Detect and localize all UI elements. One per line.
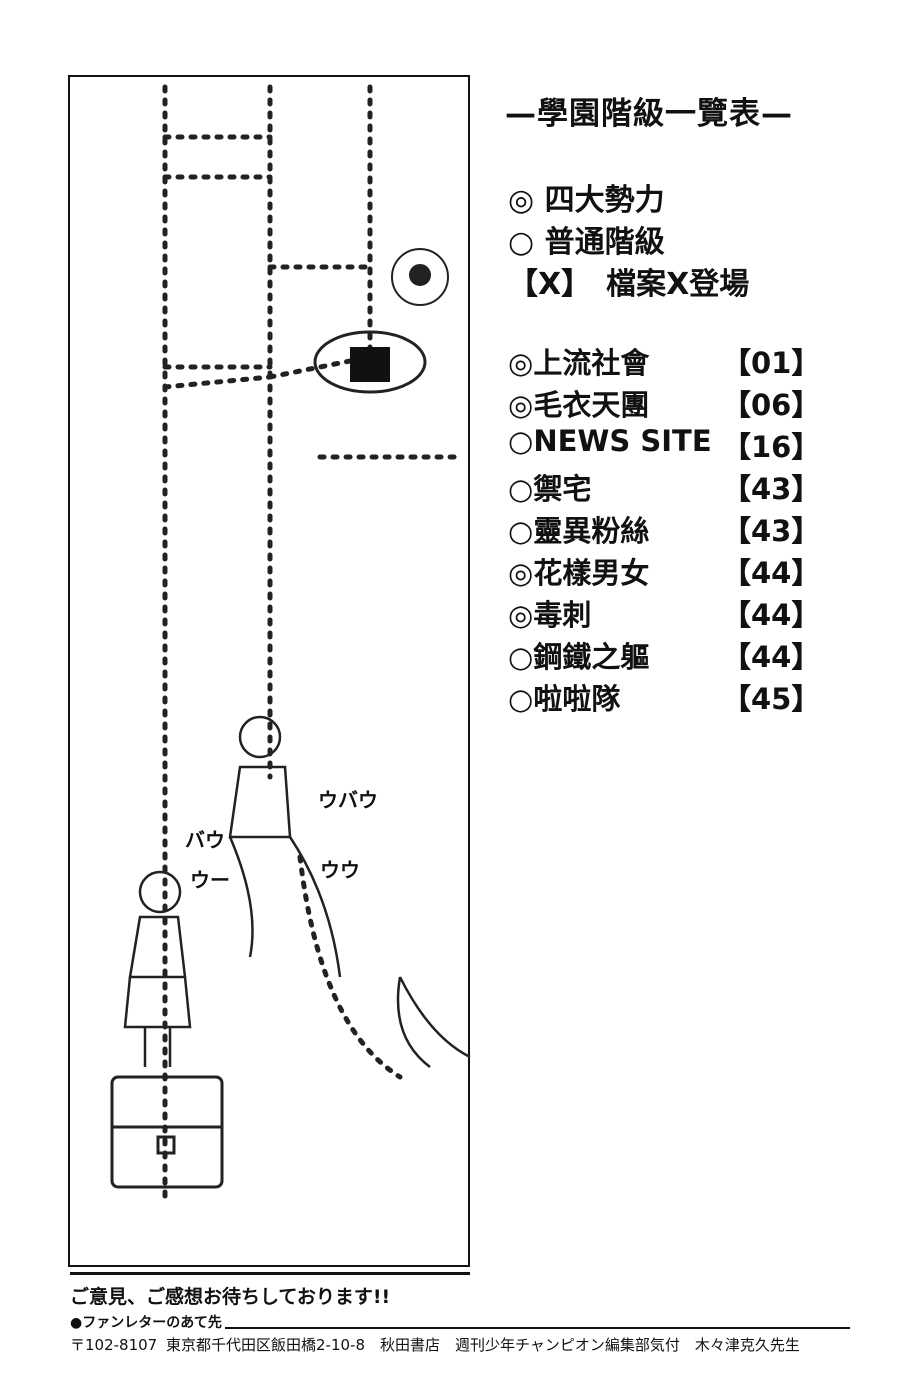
ranking-name: ○NEWS SITE: [508, 424, 712, 458]
legend-mark: 【X】: [508, 267, 577, 302]
girl-character: [123, 870, 192, 1067]
ranking-row: ◎花樣男女 【44】: [508, 550, 821, 590]
divider: [70, 1272, 470, 1275]
footer-address: 〒102-8107 東京都千代田区飯田橋2-10-8 秋田書店 週刊少年チャンピ…: [70, 1336, 800, 1354]
ranking-row: ○靈異粉絲 【43】: [508, 508, 821, 548]
ranking-row: ○鋼鐵之軀 【44】: [508, 634, 821, 674]
footprint-trail: [162, 364, 273, 390]
ranking-name: ◎花樣男女: [508, 556, 650, 590]
ranking-name: ○靈異粉絲: [508, 514, 650, 548]
legend-item: 【X】 檔案X登場: [508, 259, 749, 303]
sfx-text: ウバウ: [318, 788, 378, 812]
footprint-trail: [297, 854, 403, 1080]
sfx-text: ウー: [190, 868, 230, 892]
ranking-row: ○NEWS SITE 【16】: [508, 424, 821, 464]
ranking-row: ○禦宅 【43】: [508, 466, 821, 506]
legend-label: 普通階級: [544, 225, 665, 260]
footprint-trail: [162, 134, 273, 180]
ranking-chapter: 【43】: [722, 514, 821, 548]
legend-label: 四大勢力: [544, 183, 665, 218]
legend-item: ◎ 四大勢力: [508, 175, 665, 219]
footer-request: ご意見、ご感想お待ちしております!!: [70, 1286, 391, 1308]
footprint-trail: [267, 354, 373, 380]
ranking-chapter: 【44】: [722, 556, 821, 590]
ranking-chapter: 【16】: [722, 430, 821, 464]
divider: [224, 1327, 850, 1329]
legend-mark: ○: [508, 225, 535, 260]
ranking-row: ○啦啦隊 【45】: [508, 676, 821, 716]
ranking-name: ○啦啦隊: [508, 682, 621, 716]
skull-speech-bubble: [391, 248, 449, 306]
sfx-text: ウウ: [320, 858, 360, 882]
page-title: —學園階級一覽表—: [505, 96, 793, 132]
ranking-name: ◎上流社會: [508, 346, 650, 380]
ranking-chapter: 【06】: [722, 388, 821, 422]
ranking-name: ◎毛衣天團: [508, 388, 650, 422]
ranking-name: ○鋼鐵之軀: [508, 640, 650, 674]
footer-address-heading: ●ファンレターのあて先: [70, 1312, 850, 1332]
legend-mark: ◎: [508, 183, 535, 218]
hole: [313, 330, 427, 394]
ranking-row: ◎毛衣天團 【06】: [508, 382, 821, 422]
ranking-row: ◎上流社會 【01】: [508, 340, 821, 380]
ranking-name: ◎毒刺: [508, 598, 592, 632]
footer-heading-text: ●ファンレターのあて先: [70, 1315, 222, 1331]
sfx-text: バウ: [185, 828, 225, 852]
ranking-chapter: 【43】: [722, 472, 821, 506]
ranking-chapter: 【44】: [722, 640, 821, 674]
treasure-chest: [110, 1075, 224, 1189]
illustration: バウ ウー ウバウ ウウ: [110, 84, 471, 1200]
ranking-name: ○禦宅: [508, 472, 592, 506]
manga-illustration-panel: バウ ウー ウバウ ウウ: [68, 75, 471, 1267]
ranking-row: ◎毒刺 【44】: [508, 592, 821, 632]
ranking-chapter: 【44】: [722, 598, 821, 632]
ranking-chapter: 【01】: [722, 346, 821, 380]
boy-and-dogs: [228, 715, 471, 1068]
legend-label: 檔案X登場: [606, 267, 750, 302]
legend-item: ○ 普通階級: [508, 217, 665, 261]
ranking-chapter: 【45】: [722, 682, 821, 716]
